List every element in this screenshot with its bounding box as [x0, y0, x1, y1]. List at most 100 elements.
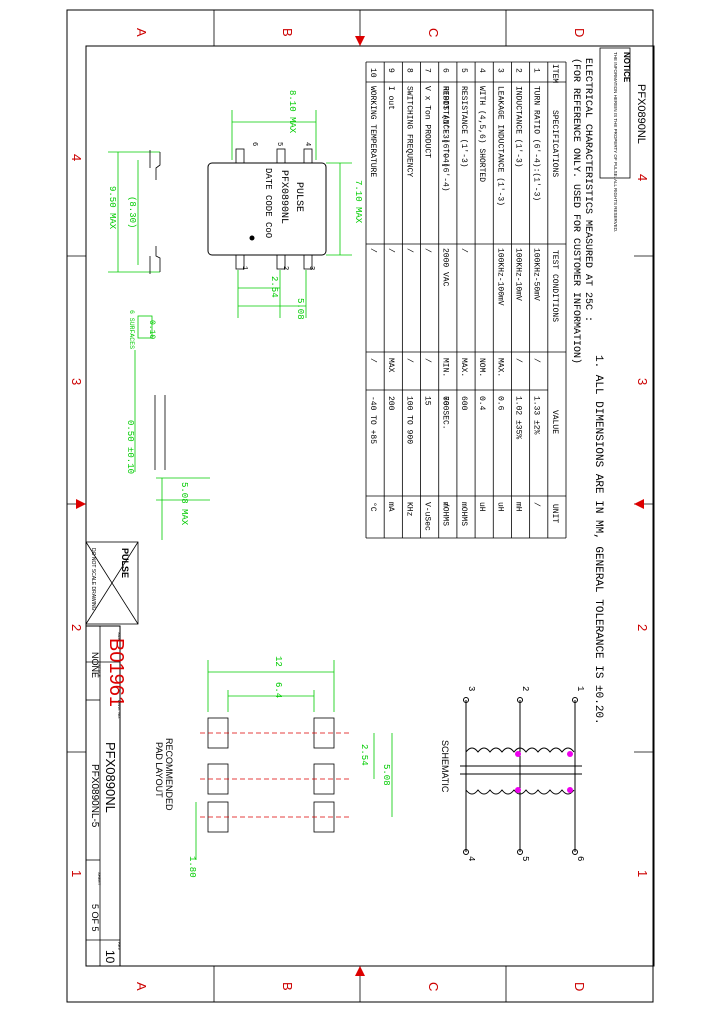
table-row-10-spec: WORKING TEMPERATURE: [368, 86, 377, 177]
center-marks: [76, 36, 644, 976]
table-row-8-cond: /: [404, 248, 413, 253]
zone-4-left: 4: [69, 154, 84, 161]
title-sheet: 5 OF 5: [90, 904, 100, 932]
note-reference: (FOR REFERENCE ONLY. USED FOR CUSTOMER I…: [570, 58, 582, 364]
pad-dim-1-80: 1.80: [187, 856, 197, 878]
package-outline: PULSE PFX0890NL DATE CODE CoO 6 5 4 1 2 …: [207, 142, 327, 270]
label-size: SIZE: [117, 632, 122, 641]
table-row-2-unit: mH: [513, 502, 522, 512]
table-row-4-item: 4: [477, 68, 486, 73]
table-header-spec: SPECIFICATIONS: [550, 110, 559, 177]
notice-text: THE INFORMATION HEREIN IS THE PROPERTY O…: [613, 52, 618, 232]
pad-title-2: PAD LAYOUT: [154, 742, 164, 798]
zone-a-top: A: [134, 28, 149, 37]
table-row-2-lim: /: [513, 358, 522, 363]
title-scale: NONE: [90, 652, 100, 678]
table-row-1-item: 1: [532, 68, 541, 73]
table-row-9-item: 9: [386, 68, 395, 73]
note-dimensions: 1. ALL DIMENSIONS ARE IN MM, GENERAL TOL…: [592, 355, 604, 725]
label-sheet: SHEET: [97, 872, 102, 886]
label-rev: REV: [117, 942, 122, 951]
dim-9-50-max: 9.50 MAX: [107, 186, 117, 230]
zone-2-right: 2: [635, 624, 650, 631]
zone-d-bottom: D: [572, 982, 587, 991]
pin-label-1: 1: [240, 266, 248, 270]
zone-1-right: 1: [635, 870, 650, 877]
dim-5-08-max: 5.08 MAX: [179, 482, 189, 526]
table-row-9-value: 200: [386, 396, 395, 411]
table-row-5-value: 600: [459, 396, 468, 411]
sch-pin-5: 5: [520, 856, 530, 861]
table-row-3-spec2: WITH (4,5,6) SHORTED: [477, 86, 486, 182]
dim-2-54: 2.54: [269, 276, 279, 298]
zone-3-left: 3: [69, 378, 84, 385]
table-row-1-spec: TURN RATIO (6'-4):(1'-3): [532, 86, 541, 201]
label-dwg-no: DWG. NO.: [117, 700, 122, 719]
package-brand: PULSE: [293, 182, 304, 212]
table-row-6-lim: MIN.: [441, 358, 450, 377]
zone-1-left: 1: [69, 870, 84, 877]
table-row-3-item: 3: [495, 68, 504, 73]
table-row-2-value: 1.02 ±35%: [513, 396, 522, 439]
zone-labels: A B C D A B C D 4 3 2 1 4 3 2 1: [69, 28, 650, 991]
table-row-3-unit2: uH: [477, 502, 486, 512]
table-row-7-cond: /: [423, 248, 432, 253]
table-row-6-spec: HIPOT (1'-3) TO (6'-4): [441, 86, 450, 192]
table-row-6-unit: /: [441, 502, 450, 507]
table-row-1-unit: /: [532, 502, 541, 507]
table-row-3-lim2: NOM.: [477, 358, 486, 377]
table-row-7-unit: V-uSec: [423, 502, 432, 531]
table-row-7-spec: V x Ton PRODUCT: [423, 86, 432, 158]
sch-pin-4: 4: [466, 856, 476, 861]
zone-2-left: 2: [69, 624, 84, 631]
zone-b-bottom: B: [280, 982, 295, 991]
table-row-5-unit2: mOHMS: [441, 502, 450, 526]
pad-title-1: RECOMMENDED: [164, 738, 174, 811]
table-row-3-spec: LEAKAGE INDUCTANCE (1'-3): [495, 86, 504, 206]
title-drawing-file: PFX0890NL-5: [89, 764, 100, 828]
table-row-10-unit: °C: [368, 502, 377, 512]
table-row-5-unit: mOHMS: [459, 502, 468, 526]
stamp-warning: DO NOT SCALE DRAWING: [90, 548, 96, 611]
table-row-1-lim: /: [532, 358, 541, 363]
table-header-unit: UNIT: [550, 504, 559, 523]
schematic-title: SCHEMATIC: [440, 740, 450, 793]
table-row-8-unit: KHz: [404, 502, 413, 517]
title-part-number: PFX0890NL: [103, 742, 118, 813]
pin-label-5: 5: [275, 142, 283, 146]
pin-label-4: 4: [303, 142, 311, 146]
pad-dim-2-54: 2.54: [359, 744, 369, 766]
dim-8-10-max: 8.10 MAX: [287, 90, 297, 134]
table-row-8-lim: /: [404, 358, 413, 363]
table-row-5-lim: MAX.: [459, 358, 468, 377]
table-row-9-cond: /: [386, 248, 395, 253]
inner-frame: [85, 45, 655, 967]
table-row-7-item: 7: [423, 68, 432, 73]
table-row-3-unit: uH: [495, 502, 504, 512]
sch-pin-2: 2: [520, 686, 530, 691]
table-row-10-item: 10: [368, 68, 377, 78]
table-row-7-value: 15: [423, 396, 432, 406]
table-row-6-value: 60 SEC.: [441, 396, 450, 430]
dim-0-50: 0.50 ±0.10: [125, 420, 135, 474]
table-row-1-cond: 100KHz-50mV: [532, 248, 541, 301]
package-date-code: DATE CODE CoO: [263, 168, 273, 238]
dim-5-08: 5.08: [295, 298, 305, 320]
table-row-8-value: 100 TO 900: [404, 396, 413, 444]
pad-dim-5-08: 5.08: [381, 764, 391, 786]
notice-block: NOTICE THE INFORMATION HEREIN IS THE PRO…: [599, 47, 647, 232]
notes: 1. ALL DIMENSIONS ARE IN MM, GENERAL TOL…: [570, 58, 604, 725]
table-row-5-spec: RESISTANCE (1'-3): [459, 86, 468, 168]
table-row-9-spec: I out: [386, 86, 395, 110]
table-row-8-item: 8: [404, 68, 413, 73]
table-header-item: ITEM: [550, 64, 559, 83]
table-row-1-value: 1.33 ±2%: [532, 396, 541, 435]
pin-label-3: 3: [307, 266, 315, 270]
table-row-3-value: 0.6: [495, 396, 504, 411]
table-header-cond: TEST CONDITIONS: [550, 250, 559, 322]
dim-7-10-max: 7.10 MAX: [353, 180, 363, 224]
table-row-8-spec: SWITCHING FREQUENCY: [404, 86, 413, 177]
pin-label-2: 2: [281, 266, 289, 270]
zone-3-right: 3: [635, 378, 650, 385]
